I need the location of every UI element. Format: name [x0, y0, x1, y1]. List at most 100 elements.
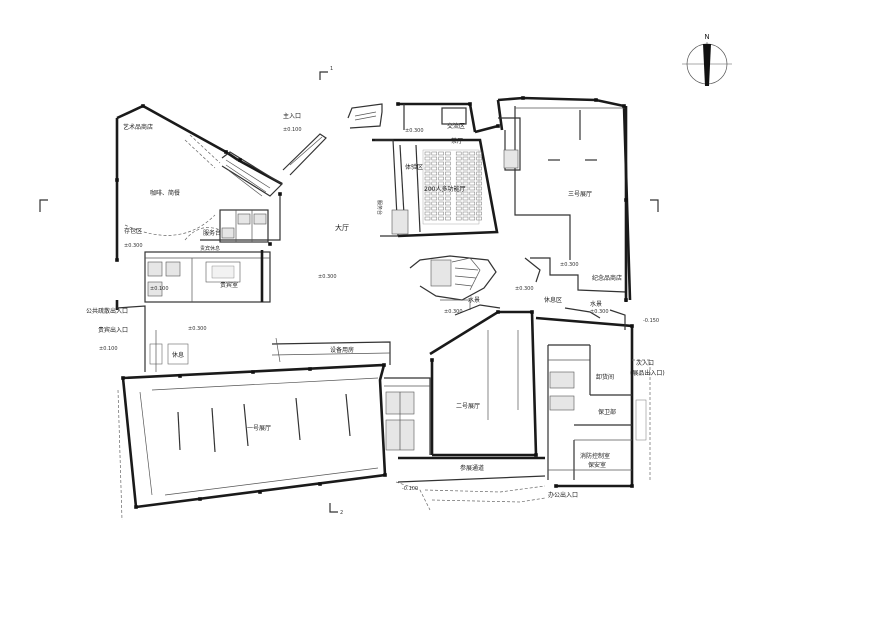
seat	[476, 191, 482, 196]
label-vip-exit: 贵宾出入口	[98, 326, 128, 334]
svg-text:-0.150: -0.150	[643, 318, 659, 324]
label-water-feature-2: 水景	[590, 300, 602, 308]
seat	[445, 196, 451, 201]
seat	[438, 151, 444, 156]
seat	[424, 211, 431, 216]
label-fire-control: 消防控制室	[580, 452, 610, 460]
label-rest-1: 休息区	[544, 296, 562, 304]
seat	[424, 191, 431, 196]
label-vip-note: 贵宾休息	[200, 245, 220, 252]
structural-columns	[115, 96, 634, 509]
seat	[431, 171, 438, 176]
column	[630, 324, 634, 328]
label-multifunction-hall: 200人多功能厅	[424, 185, 465, 193]
grand-hall-features	[282, 133, 497, 310]
section-mark-top: 1	[319, 66, 333, 80]
vip-console-block	[375, 139, 409, 237]
seat	[445, 186, 451, 191]
seat	[445, 156, 451, 161]
seat	[438, 171, 444, 176]
seat	[462, 206, 469, 211]
seat	[462, 216, 469, 221]
column	[224, 150, 228, 154]
seat	[476, 171, 482, 176]
left-wing	[115, 104, 283, 310]
seat	[455, 171, 462, 176]
svg-text:±0.300: ±0.300	[318, 274, 337, 280]
column	[496, 310, 500, 314]
column	[198, 497, 202, 501]
column	[115, 178, 119, 182]
seat	[438, 216, 444, 221]
section-mark-bottom: 2	[329, 503, 343, 516]
seat	[438, 206, 444, 211]
seat	[455, 216, 462, 221]
seat	[445, 181, 451, 186]
seat	[431, 216, 438, 221]
label-gallery-3: 三号展厅	[568, 191, 592, 198]
label-service-desk: 服务台	[203, 229, 221, 237]
seat	[424, 201, 431, 206]
column	[430, 358, 434, 362]
column	[258, 490, 262, 494]
seat	[469, 191, 476, 196]
column	[630, 484, 634, 488]
column	[396, 102, 400, 106]
label-secondary-entrance: 次入口	[636, 359, 654, 367]
seat	[438, 186, 444, 191]
seat	[445, 161, 451, 166]
seat	[455, 186, 462, 191]
seat	[455, 156, 462, 161]
seat	[462, 161, 469, 166]
column	[530, 310, 534, 314]
left-lower-pieces	[116, 305, 189, 521]
seat	[438, 201, 444, 206]
svg-text:-0.100: -0.100	[402, 486, 418, 492]
seat	[438, 211, 444, 216]
seat	[455, 196, 462, 201]
svg-text:±0.100: ±0.100	[283, 127, 302, 133]
seat	[462, 151, 469, 156]
svg-text:±0.300: ±0.300	[560, 262, 579, 268]
seat	[462, 196, 469, 201]
seat	[469, 161, 476, 166]
seat	[476, 161, 482, 166]
seat	[424, 166, 431, 171]
seat	[455, 206, 462, 211]
seat	[424, 186, 431, 191]
label-gallery-2: 二号展厅	[456, 403, 480, 410]
column	[382, 363, 386, 367]
elevation-labels: ±0.100 ±0.300 ±0.300 ±0.300 ±0.300 ±0.30…	[99, 127, 659, 492]
seat	[476, 176, 482, 181]
column	[318, 482, 322, 486]
seat	[431, 196, 438, 201]
label-grand-hall: 大厅	[335, 223, 349, 232]
svg-text:2: 2	[340, 510, 343, 516]
seat	[445, 201, 451, 206]
seat	[476, 166, 482, 171]
seat	[438, 156, 444, 161]
seat	[462, 171, 469, 176]
seat	[431, 166, 438, 171]
seat	[438, 176, 444, 181]
seat	[431, 176, 438, 181]
seat	[455, 151, 462, 156]
label-gallery-1: 一号展厅	[247, 425, 271, 432]
seat	[424, 161, 431, 166]
seat	[476, 151, 482, 156]
section-mark-left	[39, 199, 48, 212]
north-label: N	[704, 33, 709, 41]
right-lower-block	[535, 307, 651, 488]
label-corridor: 参展通道	[460, 464, 484, 472]
column	[238, 158, 242, 162]
seat	[476, 196, 482, 201]
svg-text:1: 1	[330, 66, 333, 72]
seat	[469, 176, 476, 181]
seat	[424, 171, 431, 176]
seat	[476, 211, 482, 216]
label-exchange-zone: 交流区	[447, 122, 465, 130]
svg-text:±0.100: ±0.100	[150, 286, 169, 292]
seat	[424, 206, 431, 211]
seat	[476, 201, 482, 206]
